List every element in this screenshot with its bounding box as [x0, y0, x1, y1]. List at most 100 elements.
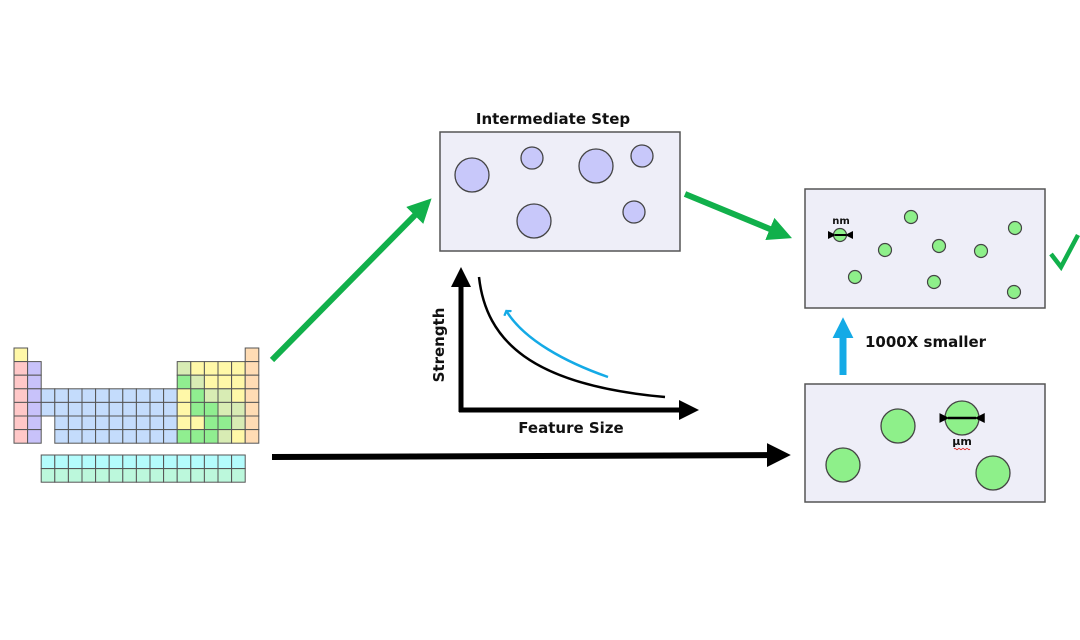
element-cell	[67, 388, 83, 403]
element-cell	[203, 429, 219, 444]
element-cell	[95, 454, 110, 470]
element-cell	[244, 361, 260, 376]
element-cell	[108, 429, 124, 444]
element-cell	[203, 374, 219, 390]
element-cell	[217, 374, 233, 390]
element-cell	[54, 454, 69, 470]
element-cell	[81, 468, 97, 483]
element-cell	[163, 415, 178, 431]
element-cell	[40, 454, 56, 470]
element-cell	[244, 429, 260, 444]
element-cell	[54, 388, 69, 403]
element-cell	[217, 361, 233, 376]
element-cell	[190, 374, 205, 390]
element-cell	[190, 388, 205, 403]
element-cell	[203, 468, 219, 483]
element-cell	[163, 429, 178, 444]
element-cell	[217, 468, 233, 483]
element-cell	[95, 388, 110, 403]
element-cell	[149, 388, 165, 403]
element-cell	[135, 454, 151, 470]
element-cell	[135, 415, 151, 431]
element-cell	[190, 401, 205, 417]
element-cell	[122, 429, 137, 444]
micro-particles	[825, 400, 1011, 491]
element-cell	[95, 415, 110, 431]
element-cell	[190, 361, 205, 376]
black-arrow-to-micro	[271, 443, 791, 468]
particle	[931, 238, 947, 254]
element-cell	[54, 415, 69, 431]
intermediate-particles	[454, 144, 654, 239]
element-cell	[217, 429, 233, 444]
element-cell	[13, 361, 29, 376]
element-cell	[176, 361, 192, 376]
particle	[1006, 284, 1022, 300]
element-cell	[108, 415, 124, 431]
particle	[454, 157, 490, 193]
element-cell	[108, 454, 124, 470]
particle	[877, 242, 893, 258]
particle	[516, 203, 552, 239]
particle	[903, 209, 919, 225]
element-cell	[135, 388, 151, 403]
element-cell	[176, 454, 192, 470]
element-cell	[176, 401, 192, 417]
element-cell	[27, 361, 42, 376]
particle	[1007, 220, 1023, 236]
element-cell	[231, 429, 246, 444]
strength-curve	[477, 276, 666, 399]
element-cell	[81, 388, 97, 403]
element-cell	[190, 454, 205, 470]
element-cell	[163, 401, 178, 417]
element-cell	[108, 401, 124, 417]
element-cell	[190, 468, 205, 483]
element-cell	[81, 454, 97, 470]
element-cell	[244, 401, 260, 417]
element-cell	[163, 468, 178, 483]
element-cell	[244, 347, 260, 363]
element-cell	[203, 454, 219, 470]
element-cell	[54, 468, 69, 483]
element-cell	[27, 388, 42, 403]
element-cell	[54, 429, 69, 444]
element-cell	[149, 468, 165, 483]
element-cell	[122, 468, 137, 483]
particle	[975, 455, 1011, 491]
element-cell	[231, 388, 246, 403]
element-cell	[231, 415, 246, 431]
green-arrow-to-nano	[683, 191, 792, 241]
element-cell	[67, 415, 83, 431]
micro-box	[804, 383, 1046, 503]
um-label: µm	[952, 435, 972, 448]
element-cell	[163, 388, 178, 403]
particle	[880, 408, 916, 444]
element-cell	[122, 401, 137, 417]
element-cell	[149, 415, 165, 431]
element-cell	[13, 401, 29, 417]
element-cell	[27, 415, 42, 431]
element-cell	[231, 361, 246, 376]
element-cell	[135, 468, 151, 483]
element-cell	[67, 468, 83, 483]
element-cell	[176, 388, 192, 403]
element-cell	[13, 347, 29, 363]
element-cell	[231, 468, 246, 483]
element-cell	[27, 401, 42, 417]
element-cell	[231, 374, 246, 390]
element-cell	[13, 388, 29, 403]
element-cell	[217, 388, 233, 403]
strength-plot: Strength Feature Size	[430, 267, 699, 437]
nm-label: nm	[832, 216, 850, 227]
element-cell	[163, 454, 178, 470]
element-cell	[190, 415, 205, 431]
element-cell	[122, 388, 137, 403]
element-cell	[217, 454, 233, 470]
element-cell	[13, 374, 29, 390]
checkmark-icon	[1049, 233, 1080, 272]
element-cell	[244, 415, 260, 431]
particle	[926, 274, 942, 290]
element-cell	[40, 401, 56, 417]
element-cell	[135, 429, 151, 444]
